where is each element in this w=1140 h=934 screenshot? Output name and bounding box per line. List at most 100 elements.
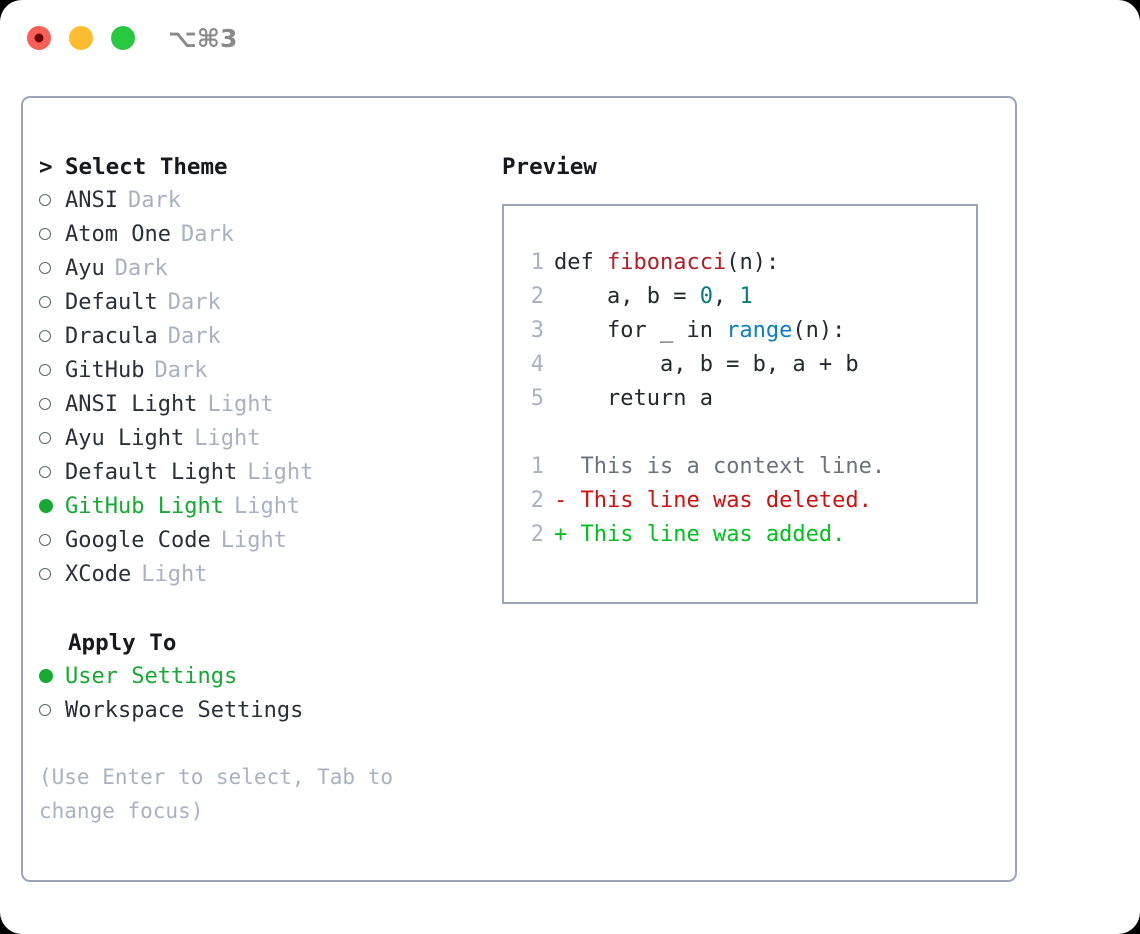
theme-option-xcode[interactable]: XCode Light: [39, 558, 469, 592]
maximize-button[interactable]: [111, 26, 135, 50]
code-line: 3 for _ in range(n):: [522, 314, 859, 348]
theme-option-variant: Dark: [127, 188, 181, 213]
apply-to-option-workspace-settings[interactable]: Workspace Settings: [39, 694, 469, 728]
radio-unselected-icon[interactable]: [39, 286, 65, 320]
apply-to-option-user-settings[interactable]: User Settings: [39, 660, 469, 694]
close-button[interactable]: [27, 26, 51, 50]
radio-selected-icon[interactable]: [39, 660, 65, 694]
diff-marker: [554, 454, 567, 479]
theme-option-variant: Light: [194, 426, 261, 451]
diff-marker: -: [554, 488, 568, 513]
radio-selected-icon[interactable]: [39, 490, 65, 524]
theme-option-label: Ayu: [65, 256, 105, 281]
code-token: 0: [699, 284, 713, 309]
theme-option-variant: Light: [141, 562, 208, 587]
radio-unselected-icon[interactable]: [39, 422, 65, 456]
diff-marker: +: [554, 522, 568, 547]
line-number: 3: [530, 318, 544, 343]
preview-title: Preview: [502, 154, 597, 180]
diff-line-del: 2- This line was deleted.: [522, 484, 885, 518]
code-token: fibonacci: [606, 250, 727, 275]
theme-option-ansi[interactable]: ANSI Dark: [39, 184, 469, 218]
code-line: 2 a, b = 0, 1: [522, 280, 859, 314]
code-token: range: [726, 318, 793, 343]
traffic-lights: [27, 26, 135, 50]
apply-to-option-label: Workspace Settings: [65, 698, 304, 723]
theme-option-ayu-light[interactable]: Ayu Light Light: [39, 422, 469, 456]
code-token: 1: [739, 284, 753, 309]
theme-option-label: GitHub: [65, 358, 145, 383]
select-theme-title: Select Theme: [65, 154, 228, 180]
title-bar: ⌥⌘3: [0, 0, 1140, 78]
line-number: 5: [530, 386, 544, 411]
diff-text: This line was deleted.: [567, 488, 872, 513]
code-token: a, b = b, a + b: [554, 352, 859, 377]
code-token: def: [554, 250, 607, 275]
code-token: return a: [554, 386, 713, 411]
theme-option-label: XCode: [65, 562, 132, 587]
theme-option-default-light[interactable]: Default Light Light: [39, 456, 469, 490]
theme-option-variant: Dark: [114, 256, 168, 281]
theme-option-variant: Dark: [167, 290, 221, 315]
diff-line-add: 2 + This line was added.: [522, 518, 885, 552]
focus-caret-icon: >: [39, 154, 53, 180]
theme-option-variant: Dark: [180, 222, 234, 247]
code-token: (n):: [792, 318, 846, 343]
radio-unselected-icon[interactable]: [39, 184, 65, 218]
radio-unselected-icon[interactable]: [39, 218, 65, 252]
theme-option-variant: Light: [247, 460, 314, 485]
theme-option-label: ANSI Light: [65, 392, 198, 417]
theme-option-dracula[interactable]: Dracula Dark: [39, 320, 469, 354]
theme-option-label: Default: [65, 290, 158, 315]
line-number: 2: [530, 488, 544, 513]
code-token: ,: [712, 284, 740, 309]
keyboard-hint: (Use Enter to select, Tab to change focu…: [39, 765, 394, 823]
code-line: 5 return a: [522, 382, 859, 416]
theme-option-default[interactable]: Default Dark: [39, 286, 469, 320]
apply-to-option-label: User Settings: [65, 664, 238, 689]
radio-unselected-icon[interactable]: [39, 252, 65, 286]
apply-to-header: Apply To: [39, 626, 469, 660]
radio-unselected-icon[interactable]: [39, 354, 65, 388]
select-theme-header: > Select Theme: [39, 150, 469, 184]
code-line: 4 a, b = b, a + b: [522, 348, 859, 382]
radio-unselected-icon[interactable]: [39, 388, 65, 422]
diff-sample: 1 This is a context line.2- This line wa…: [522, 450, 885, 552]
theme-option-variant: Dark: [167, 324, 221, 349]
theme-option-label: ANSI: [65, 188, 118, 213]
line-number: 1: [530, 250, 544, 275]
diff-text: This line was added.: [567, 522, 846, 547]
radio-unselected-icon[interactable]: [39, 456, 65, 490]
line-number: 2: [530, 522, 544, 547]
theme-option-ansi-light[interactable]: ANSI Light Light: [39, 388, 469, 422]
radio-unselected-icon[interactable]: [39, 320, 65, 354]
theme-option-label: Dracula: [65, 324, 158, 349]
radio-unselected-icon[interactable]: [39, 694, 65, 728]
line-number: 2: [530, 284, 544, 309]
theme-option-label: Ayu Light: [65, 426, 185, 451]
theme-option-variant: Light: [207, 392, 274, 417]
minimize-button[interactable]: [69, 26, 93, 50]
radio-unselected-icon[interactable]: [39, 524, 65, 558]
theme-option-label: GitHub Light: [65, 494, 224, 519]
theme-option-ayu[interactable]: Ayu Dark: [39, 252, 469, 286]
theme-option-label: Default Light: [65, 460, 238, 485]
keyboard-shortcut-label: ⌥⌘3: [168, 24, 238, 53]
theme-option-variant: Light: [220, 528, 287, 553]
radio-unselected-icon[interactable]: [39, 558, 65, 592]
apply-to-title: Apply To: [68, 630, 177, 656]
column-spacer: [39, 592, 469, 626]
